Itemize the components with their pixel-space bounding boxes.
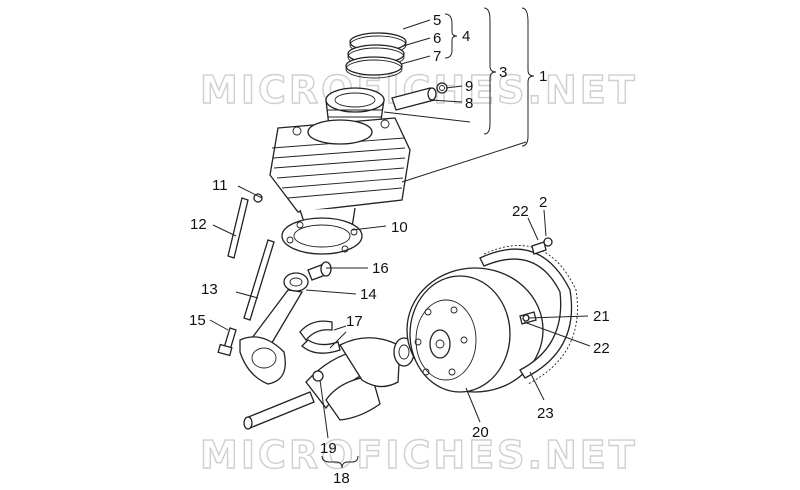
con-rod-bolt xyxy=(217,327,237,357)
callout-17: 17 xyxy=(346,313,363,330)
small-end-bushing xyxy=(307,261,332,281)
callout-3: 3 xyxy=(499,64,507,81)
callout-19: 19 xyxy=(320,440,337,457)
callout-15: 15 xyxy=(189,312,206,329)
piston-pin xyxy=(391,82,448,111)
leader-lines xyxy=(209,19,591,439)
callout-12: 12 xyxy=(190,216,207,233)
callout-16: 16 xyxy=(372,260,389,277)
callout-21: 21 xyxy=(593,308,610,325)
group-brackets xyxy=(321,7,535,469)
cylinder-gasket xyxy=(281,217,363,255)
callout-10: 10 xyxy=(391,219,408,236)
callout-4: 4 xyxy=(462,28,470,45)
ring-gear xyxy=(479,245,578,385)
callout-13: 13 xyxy=(201,281,218,298)
watermark-top: MICROFICHES.NET xyxy=(200,68,638,112)
flywheel-bolts xyxy=(519,237,553,325)
callout-labels: 5 6 7 4 3 1 9 8 11 12 10 16 13 14 15 17 … xyxy=(189,12,610,487)
main-bearing-shells xyxy=(299,320,341,354)
callout-9: 9 xyxy=(465,78,473,95)
callout-8: 8 xyxy=(465,95,473,112)
callout-23: 23 xyxy=(537,405,554,422)
connecting-rod xyxy=(239,272,309,385)
callout-6: 6 xyxy=(433,30,441,47)
callout-22-bottom: 22 xyxy=(593,340,610,357)
watermark-bottom: MICROFICHES.NET xyxy=(200,433,638,477)
callout-7: 7 xyxy=(433,48,441,65)
crankshaft xyxy=(243,337,415,430)
flywheel xyxy=(406,267,544,393)
piston-rings xyxy=(345,32,407,79)
callout-18: 18 xyxy=(333,470,350,487)
callout-1: 1 xyxy=(539,68,547,85)
callout-11: 11 xyxy=(212,177,228,194)
callout-2: 2 xyxy=(539,194,547,211)
callout-22-top: 22 xyxy=(512,203,529,220)
studs xyxy=(227,193,275,321)
callout-20: 20 xyxy=(472,424,489,441)
callout-14: 14 xyxy=(360,286,377,303)
callout-5: 5 xyxy=(433,12,441,29)
